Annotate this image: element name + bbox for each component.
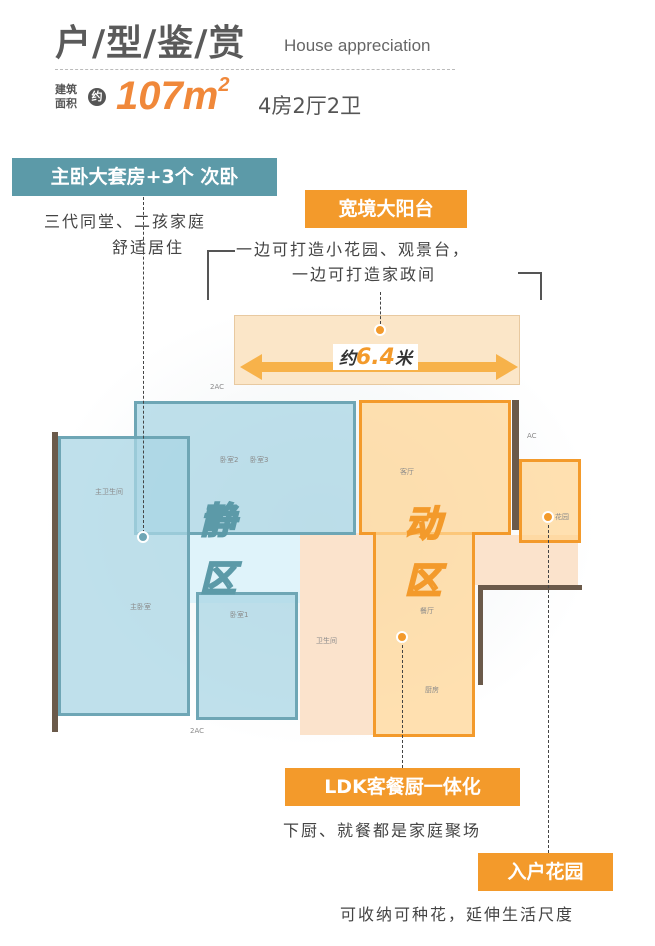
approx-badge: 约	[88, 88, 106, 106]
area-label-line2: 面积	[55, 97, 77, 110]
bedroom-tag: 主卧大套房+3个 次卧	[12, 158, 277, 196]
zone-master-bedroom	[58, 436, 190, 716]
wall-garden	[478, 585, 582, 590]
ac-label-2: 2AC	[190, 727, 205, 735]
garden-desc: 可收纳可种花，延伸生活尺度	[340, 905, 575, 924]
divider	[55, 69, 455, 70]
room-bedroom1: 卧室1	[230, 611, 249, 619]
quiet-zone-char-1: 静	[199, 500, 237, 543]
room-garden: 花园	[555, 513, 569, 521]
balcony-leader	[380, 292, 381, 324]
garden-tag: 入户花园	[478, 853, 613, 891]
room-bedroom2: 卧室2	[220, 456, 239, 464]
bedroom-dot	[137, 531, 149, 543]
wall-east	[512, 400, 519, 530]
width-prefix: 约	[339, 349, 356, 369]
balcony-tag: 宽境大阳台	[305, 190, 467, 228]
zone-dining-kitchen	[373, 532, 475, 737]
area-label: 建筑 面积	[55, 83, 77, 111]
area-number: 107m	[116, 74, 219, 118]
room-kitchen: 厨房	[425, 686, 439, 694]
bedroom-desc-2: 舒适居住	[112, 238, 185, 257]
entry-area	[474, 535, 578, 585]
room-bath: 卫生间	[316, 637, 337, 645]
width-unit: 米	[394, 349, 412, 369]
quiet-zone-char-2: 区	[199, 558, 237, 601]
corridor-quiet	[190, 533, 300, 603]
ldk-desc: 下厨、就餐都是家庭聚场	[283, 821, 482, 840]
active-zone-char-1: 动	[404, 503, 442, 546]
balcony-width-label: 约6.4米	[333, 344, 418, 370]
room-dining: 餐厅	[420, 607, 434, 615]
area-label-line1: 建筑	[55, 83, 77, 96]
bedroom-desc-1: 三代同堂、二孩家庭	[44, 212, 207, 231]
balcony-desc-2: 一边可打造家政间	[292, 265, 437, 284]
balcony-desc-1: 一边可打造小花园、观景台，	[236, 240, 471, 259]
layout-summary: 4房2厅2卫	[258, 94, 362, 118]
balcony-dot	[374, 324, 386, 336]
room-bedroom3: 卧室3	[250, 456, 269, 464]
page-title-en: House appreciation	[284, 36, 431, 55]
garden-leader	[548, 520, 549, 853]
area-unit-sup: 2	[218, 74, 230, 96]
width-value: 6.4	[356, 345, 395, 370]
ldk-leader	[402, 640, 403, 768]
bathroom-area	[300, 533, 376, 735]
page-title: 户/型/鉴/赏	[55, 23, 246, 64]
ldk-tag: LDK客餐厨一体化	[285, 768, 520, 806]
room-master: 主卧室	[130, 603, 151, 611]
ac-label-3: AC	[527, 432, 537, 440]
wall-west	[52, 432, 58, 732]
ac-label-1: 2AC	[210, 383, 225, 391]
garden-dot	[542, 511, 554, 523]
area-value: 107m2	[116, 74, 229, 119]
active-zone-char-2: 区	[404, 560, 442, 603]
bedroom-leader	[143, 197, 144, 533]
wall-garden-2	[478, 585, 483, 685]
zone-bedroom-1	[196, 592, 298, 720]
zone-garden	[519, 459, 581, 543]
zone-living	[359, 400, 511, 535]
room-living: 客厅	[400, 468, 414, 476]
ldk-dot	[396, 631, 408, 643]
room-master-bath: 主卫生间	[95, 488, 123, 496]
